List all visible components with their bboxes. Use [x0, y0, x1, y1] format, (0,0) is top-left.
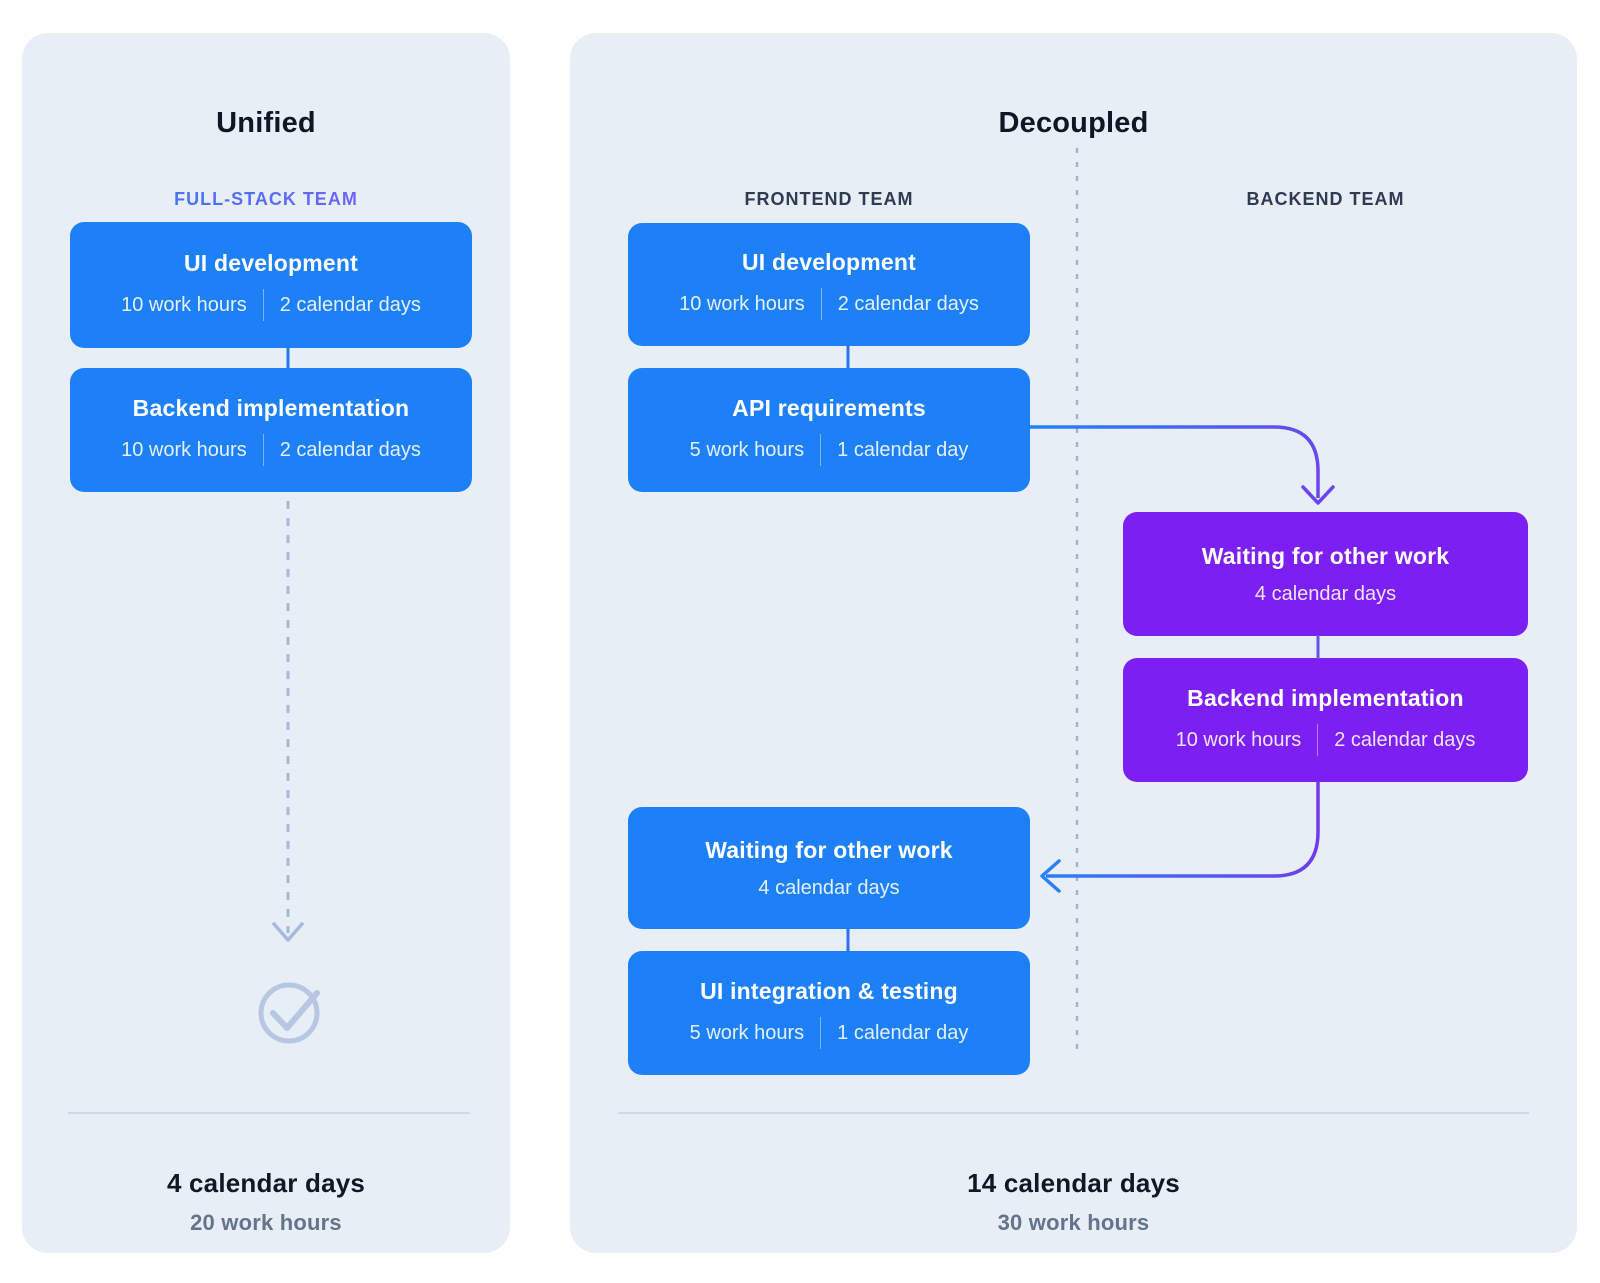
- decoupled-totals: 14 calendar days 30 work hours: [570, 1140, 1577, 1238]
- task-box-ui-integration-testing: UI integration & testing 5 work hours 1 …: [628, 951, 1030, 1075]
- stat-divider: [820, 1016, 822, 1049]
- stat-work-hours: 10 work hours: [1175, 728, 1302, 751]
- stat-work-hours: 10 work hours: [121, 438, 247, 461]
- stat-calendar-days: 1 calendar day: [837, 438, 969, 461]
- unified-total-days: 4 calendar days: [166, 1168, 366, 1198]
- task-title: Backend implementation: [132, 394, 410, 421]
- task-box-backend-implementation: Backend implementation 10 work hours 2 c…: [70, 368, 472, 492]
- fullstack-team-label: FULL-STACK TEAM: [22, 187, 510, 211]
- stat-calendar-days: 2 calendar days: [279, 293, 421, 316]
- backend-team-label: BACKEND TEAM: [1246, 189, 1405, 209]
- task-stats: 10 work hours 2 calendar days: [121, 288, 421, 321]
- stat-calendar-days: 4 calendar days: [1254, 582, 1397, 605]
- task-title: Waiting for other work: [705, 836, 953, 863]
- task-box-api-requirements: API requirements 5 work hours 1 calendar…: [628, 368, 1030, 492]
- stat-divider: [1317, 723, 1319, 756]
- task-title: UI development: [741, 249, 917, 275]
- unified-panel: Unified FULL-STACK TEAM 4 calendar days …: [22, 33, 510, 1253]
- task-title: Waiting for other work: [1201, 542, 1450, 569]
- task-box-waiting-frontend: Waiting for other work 4 calendar days: [628, 807, 1030, 929]
- stat-divider: [820, 288, 822, 320]
- unified-total-hours: 20 work hours: [190, 1210, 342, 1235]
- stat-divider: [820, 433, 822, 466]
- task-title: UI integration & testing: [700, 977, 958, 1004]
- stat-calendar-days: 1 calendar day: [837, 1021, 969, 1044]
- task-box-ui-development-frontend: UI development 10 work hours 2 calendar …: [628, 223, 1030, 346]
- task-box-waiting-backend: Waiting for other work 4 calendar days: [1123, 512, 1528, 636]
- unified-title: Unified: [216, 107, 316, 139]
- task-box-ui-development: UI development 10 work hours 2 calendar …: [70, 222, 472, 348]
- decoupled-total-hours: 30 work hours: [997, 1210, 1150, 1235]
- stat-divider: [262, 288, 264, 321]
- task-stats: 10 work hours 2 calendar days: [121, 433, 421, 466]
- stat-work-hours: 10 work hours: [121, 293, 247, 316]
- task-stats: 5 work hours 1 calendar day: [689, 1016, 969, 1049]
- stat-calendar-days: 2 calendar days: [837, 293, 979, 315]
- stat-calendar-days: 4 calendar days: [758, 876, 900, 899]
- task-title: Backend implementation: [1187, 684, 1464, 711]
- stat-work-hours: 5 work hours: [689, 438, 805, 461]
- task-stats: 10 work hours 2 calendar days: [679, 288, 979, 320]
- task-title: API requirements: [732, 394, 926, 421]
- frontend-team-label: FRONTEND TEAM: [744, 189, 914, 209]
- task-title: UI development: [183, 249, 359, 276]
- stat-divider: [262, 433, 264, 466]
- stat-calendar-days: 2 calendar days: [279, 438, 421, 461]
- task-stats: 10 work hours 2 calendar days: [1175, 723, 1476, 756]
- stat-work-hours: 10 work hours: [679, 293, 805, 315]
- task-box-backend-implementation-backend: Backend implementation 10 work hours 2 c…: [1123, 658, 1528, 782]
- decoupled-total-days: 14 calendar days: [967, 1168, 1180, 1198]
- decoupled-title: Decoupled: [998, 107, 1149, 139]
- task-stats: 5 work hours 1 calendar day: [689, 433, 969, 466]
- unified-totals: 4 calendar days 20 work hours: [22, 1140, 510, 1238]
- stat-work-hours: 5 work hours: [689, 1021, 805, 1044]
- stat-calendar-days: 2 calendar days: [1334, 728, 1476, 751]
